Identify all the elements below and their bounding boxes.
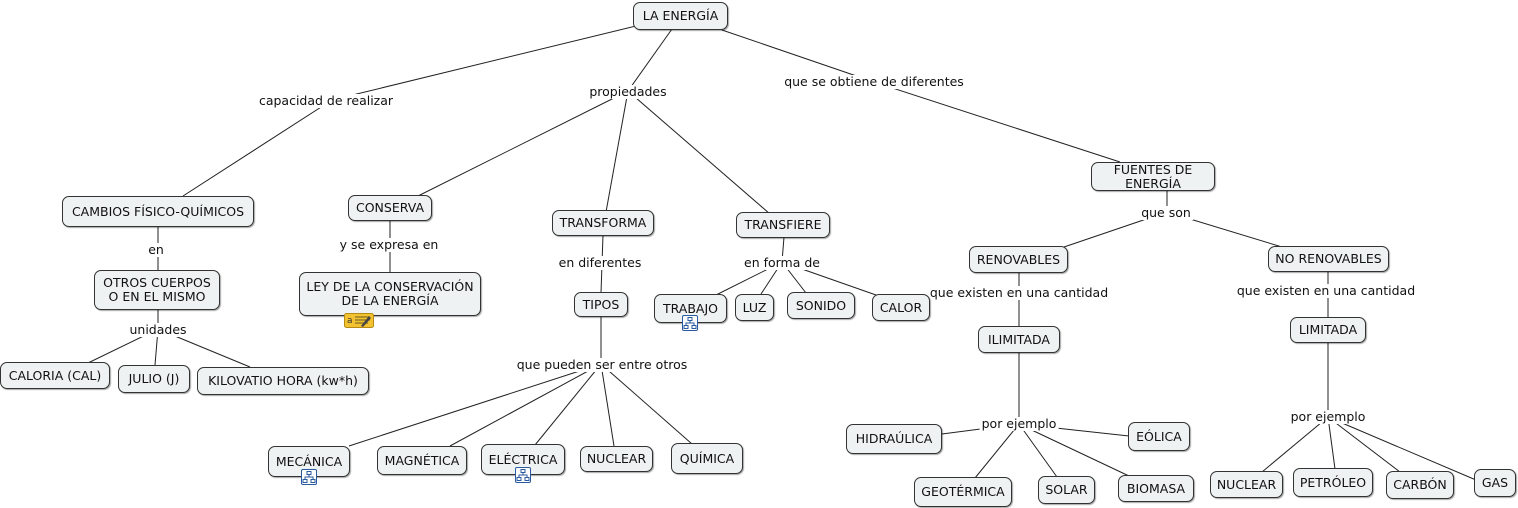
- concept-geotermica[interactable]: GEOTÉRMICA: [914, 477, 1012, 507]
- link-ejemplo-norenovables: por ejemplo: [1288, 409, 1368, 424]
- link-unidades: unidades: [127, 322, 189, 337]
- concept-limitada[interactable]: LIMITADA: [1290, 317, 1366, 343]
- concept-quimica[interactable]: QUÍMICA: [671, 443, 743, 474]
- concept-no-renovables[interactable]: NO RENOVABLES: [1268, 246, 1389, 272]
- concept-carbon[interactable]: CARBÓN: [1386, 471, 1454, 499]
- concept-otros-cuerpos[interactable]: OTROS CUERPOS O EN EL MISMO: [94, 270, 220, 310]
- concept-petroleo[interactable]: PETRÓLEO: [1293, 468, 1373, 497]
- concept-julio[interactable]: JULIO (J): [118, 365, 190, 393]
- concept-nuclear-fuentes[interactable]: NUCLEAR: [1210, 471, 1283, 498]
- concept-map-icon[interactable]: [301, 469, 317, 485]
- concept-renovables[interactable]: RENOVABLES: [969, 246, 1068, 273]
- concept-gas[interactable]: GAS: [1474, 469, 1516, 497]
- concept-eolica[interactable]: EÓLICA: [1128, 422, 1190, 451]
- link-obtiene: que se obtiene de diferentes: [782, 74, 966, 89]
- concept-nuclear-tipos[interactable]: NUCLEAR: [580, 446, 653, 472]
- link-propiedades: propiedades: [587, 84, 669, 99]
- concept-tipos[interactable]: TIPOS: [574, 292, 628, 317]
- concept-hidraulica[interactable]: HIDRAÚLICA: [846, 424, 942, 454]
- concept-kilovatio[interactable]: KILOVATIO HORA (kw*h): [197, 367, 369, 395]
- concept-cambios[interactable]: CAMBIOS FÍSICO-QUÍMICOS: [62, 196, 254, 227]
- link-existen-norenovables: que existen en una cantidad: [1234, 283, 1418, 298]
- link-existen-renovables: que existen en una cantidad: [927, 285, 1111, 300]
- link-pueden: que pueden ser entre otros: [514, 357, 690, 372]
- concept-transforma[interactable]: TRANSFORMA: [552, 210, 654, 236]
- concept-sonido[interactable]: SONIDO: [787, 292, 855, 319]
- link-capacidad: capacidad de realizar: [256, 93, 396, 108]
- link-expresa: y se expresa en: [337, 237, 441, 252]
- concept-caloria[interactable]: CALORIA (CAL): [0, 362, 110, 389]
- concept-la-energia[interactable]: LA ENERGÍA: [633, 2, 728, 30]
- link-diferentes: en diferentes: [556, 255, 644, 270]
- link-en: en: [146, 242, 166, 257]
- concept-conserva[interactable]: CONSERVA: [348, 195, 432, 221]
- concept-ley-conservacion[interactable]: LEY DE LA CONSERVACIÓN DE LA ENERGÍA: [299, 272, 481, 316]
- concept-luz[interactable]: LUZ: [735, 294, 774, 321]
- link-ejemplo-renovables: por ejemplo: [979, 416, 1059, 431]
- annotation-note-icon[interactable]: a: [344, 313, 374, 328]
- concept-electrica[interactable]: ELÉCTRICA: [481, 444, 565, 475]
- concept-ilimitada[interactable]: ILIMITADA: [978, 326, 1060, 353]
- link-queson: que son: [1139, 205, 1193, 220]
- concept-map-icon[interactable]: [515, 467, 531, 483]
- concept-trabajo[interactable]: TRABAJO: [654, 294, 727, 323]
- concept-solar[interactable]: SOLAR: [1038, 476, 1095, 504]
- concept-transfiere[interactable]: TRANSFIERE: [736, 212, 830, 238]
- concept-calor[interactable]: CALOR: [872, 294, 930, 321]
- concept-map-icon[interactable]: [682, 315, 698, 331]
- concept-magnetica[interactable]: MAGNÉTICA: [377, 446, 467, 475]
- concept-biomasa[interactable]: BIOMASA: [1118, 475, 1194, 502]
- concept-fuentes[interactable]: FUENTES DE ENERGÍA: [1091, 162, 1215, 191]
- svg-text:a: a: [347, 316, 353, 326]
- link-forma: en forma de: [742, 255, 822, 270]
